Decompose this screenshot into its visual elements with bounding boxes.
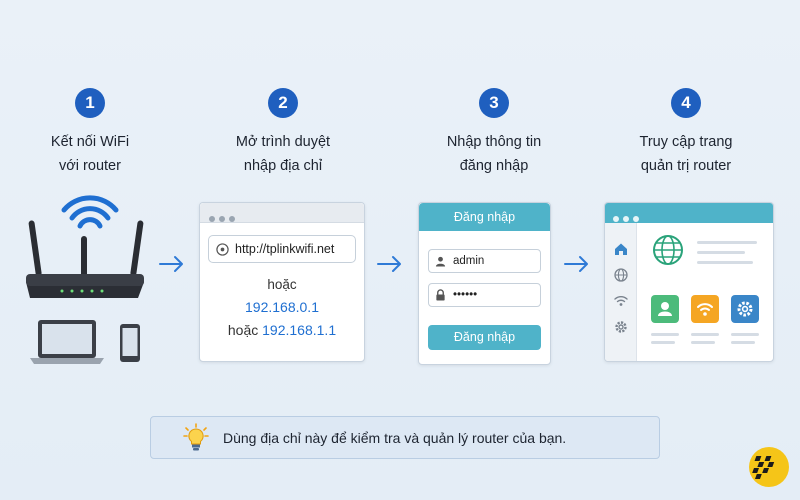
username-field[interactable]: admin bbox=[428, 249, 541, 273]
tip-text: Dùng địa chỉ này để kiểm tra và quản lý … bbox=[223, 429, 567, 446]
password-value: •••••• bbox=[453, 289, 478, 301]
placeholder-line bbox=[651, 333, 679, 336]
step-1: 1 Kết nối WiFi với router bbox=[0, 88, 185, 178]
browser-window: http://tplinkwifi.net hoặc 192.168.0.1 h… bbox=[199, 202, 365, 362]
or-label: hoặc bbox=[267, 277, 297, 292]
user-icon bbox=[658, 302, 672, 316]
window-dot bbox=[219, 216, 225, 222]
window-dot bbox=[623, 216, 629, 222]
arrow-right-icon bbox=[159, 256, 183, 272]
step-3: 3 Nhập thông tin đăng nhập bbox=[399, 88, 589, 178]
browser-titlebar bbox=[200, 203, 364, 223]
window-dot bbox=[633, 216, 639, 222]
window-dot bbox=[209, 216, 215, 222]
settings-icon bbox=[737, 301, 753, 317]
step-number: 4 bbox=[671, 88, 701, 118]
ip-address-2: 192.168.1.1 bbox=[262, 322, 337, 338]
placeholder-line bbox=[697, 241, 757, 244]
step-label-line2: với router bbox=[59, 158, 121, 174]
or-label-2: hoặc bbox=[227, 322, 259, 338]
password-field[interactable]: •••••• bbox=[428, 283, 541, 307]
router-illustration bbox=[20, 190, 160, 370]
placeholder-line bbox=[651, 341, 675, 344]
tip-note: Dùng địa chỉ này để kiểm tra và quản lý … bbox=[150, 416, 660, 459]
home-icon[interactable] bbox=[613, 241, 629, 257]
step-label-line1: Nhập thông tin bbox=[446, 134, 542, 150]
window-dot bbox=[229, 216, 235, 222]
globe-icon[interactable] bbox=[613, 267, 629, 283]
lightbulb-icon bbox=[183, 422, 209, 450]
admin-titlebar bbox=[605, 203, 773, 223]
placeholder-line bbox=[731, 341, 755, 344]
router-icon bbox=[26, 195, 144, 364]
step-label-line1: Mở trình duyệt bbox=[235, 134, 331, 150]
arrow-right-icon bbox=[564, 256, 588, 272]
step-2: 2 Mở trình duyệt nhập địa chỉ bbox=[188, 88, 378, 178]
step-label-line1: Truy cập trang bbox=[639, 134, 733, 150]
wifi-icon bbox=[61, 195, 119, 229]
placeholder-line bbox=[697, 261, 753, 264]
username-value: admin bbox=[453, 255, 485, 267]
address-bar[interactable]: http://tplinkwifi.net bbox=[208, 235, 356, 263]
settings-tile[interactable] bbox=[731, 295, 759, 323]
wifi-icon bbox=[697, 303, 713, 316]
login-title: Đăng nhập bbox=[419, 203, 550, 231]
placeholder-line bbox=[691, 333, 719, 336]
window-dot bbox=[613, 216, 619, 222]
settings-icon[interactable] bbox=[613, 319, 629, 335]
user-icon bbox=[435, 256, 446, 267]
step-label-line2: quản trị router bbox=[640, 158, 732, 174]
laptop-icon bbox=[30, 320, 104, 364]
admin-sidebar bbox=[605, 223, 637, 361]
step-label-line2: nhập địa chỉ bbox=[243, 158, 323, 174]
placeholder-line bbox=[731, 333, 759, 336]
globe-icon bbox=[653, 235, 683, 265]
step-number: 3 bbox=[479, 88, 509, 118]
ip-address-1: 192.168.0.1 bbox=[245, 299, 319, 315]
login-button[interactable]: Đăng nhập bbox=[428, 325, 541, 350]
lock-icon bbox=[436, 289, 445, 301]
admin-dashboard bbox=[604, 202, 774, 362]
step-number: 1 bbox=[75, 88, 105, 118]
phone-icon bbox=[120, 324, 140, 362]
step-number: 2 bbox=[268, 88, 298, 118]
user-tile[interactable] bbox=[651, 295, 679, 323]
address-url: http://tplinkwifi.net bbox=[235, 242, 335, 256]
globe-icon bbox=[216, 242, 229, 256]
step-4: 4 Truy cập trang quản trị router bbox=[591, 88, 781, 178]
logo-badge bbox=[749, 447, 789, 487]
arrow-right-icon bbox=[377, 256, 401, 272]
placeholder-line bbox=[697, 251, 745, 254]
step-label-line1: Kết nối WiFi bbox=[50, 134, 130, 150]
login-form: Đăng nhập admin •••••• Đăng nhập bbox=[418, 202, 551, 365]
placeholder-line bbox=[691, 341, 715, 344]
wifi-icon[interactable] bbox=[613, 293, 629, 309]
step-label-line2: đăng nhập bbox=[459, 158, 529, 174]
wifi-tile[interactable] bbox=[691, 295, 719, 323]
